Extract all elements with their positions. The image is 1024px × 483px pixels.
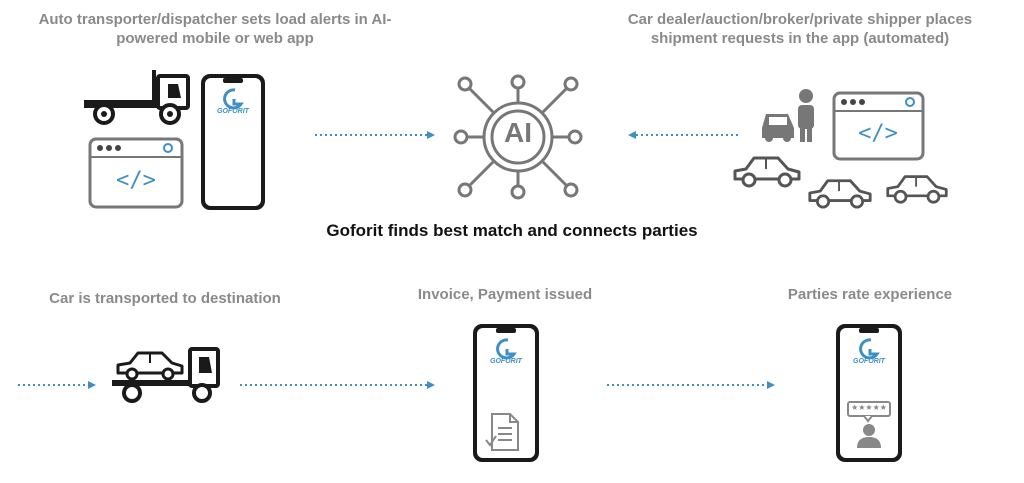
- ai-chip-network-icon: [453, 74, 583, 200]
- car-icon: [733, 156, 801, 188]
- brand-name: GOFORIT: [217, 108, 249, 115]
- car-icon: [808, 179, 872, 209]
- caption-transported: Car is transported to destination: [49, 290, 281, 307]
- code-glyph-right: </>: [858, 121, 898, 146]
- caption-shipper: Car dealer/auction/broker/private shippe…: [627, 11, 973, 47]
- caption-rate: Parties rate experience: [787, 286, 953, 303]
- tow-truck-icon: [112, 347, 220, 403]
- web-code-window-icon: [88, 137, 184, 209]
- caption-center: Goforit finds best match and connects pa…: [326, 221, 698, 240]
- caption-invoice: Invoice, Payment issued: [417, 286, 593, 303]
- smartphone-icon: [201, 74, 265, 210]
- person-car-icon: [762, 89, 814, 142]
- flow-arrow-right: [315, 131, 435, 139]
- car-icon: [886, 175, 948, 204]
- invoice-document-icon: [485, 413, 519, 451]
- web-code-window-icon-right: [832, 91, 925, 161]
- smartphone-icon: [836, 324, 902, 462]
- flow-arrow-right: [240, 381, 435, 389]
- ai-label: AI: [504, 117, 532, 148]
- brand-name: GOFORIT: [490, 358, 522, 365]
- code-glyph: </>: [116, 168, 156, 193]
- flatbed-truck-icon: [84, 70, 190, 125]
- flow-arrow-left: [628, 131, 740, 139]
- rating-stars-icon: ★★★★★: [851, 403, 887, 412]
- caption-transporter: Auto transporter/dispatcher sets load al…: [38, 11, 392, 47]
- rating-bubble-icon: [847, 401, 891, 448]
- flow-arrow-right: [607, 381, 775, 389]
- brand-name: GOFORIT: [853, 358, 885, 365]
- flow-arrow-right: [18, 381, 96, 389]
